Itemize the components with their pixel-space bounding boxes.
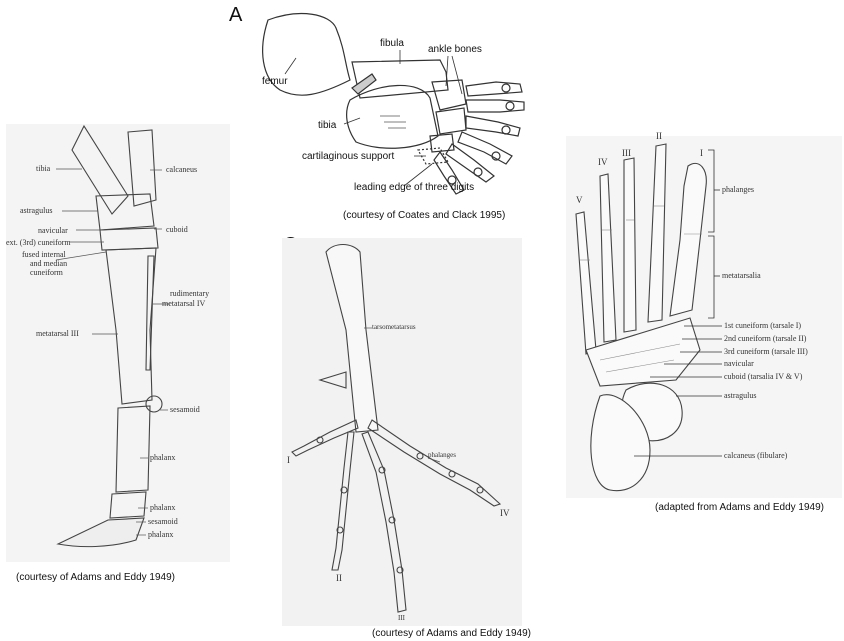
label-d-i: I (700, 148, 703, 158)
label-d-ii: II (656, 131, 662, 141)
label-d-cuboid: cuboid (tarsalia IV & V) (724, 372, 802, 381)
caption-d: (adapted from Adams and Eddy 1949) (655, 502, 824, 513)
label-d-iii: III (622, 148, 631, 158)
label-d-phalanges: phalanges (722, 185, 754, 194)
label-d-iv: IV (598, 157, 608, 167)
label-d-navicular: navicular (724, 359, 754, 368)
label-d-metatarsalia: metatarsalia (722, 271, 761, 280)
label-d-cuneiform-2: 2nd cuneiform (tarsale II) (724, 334, 806, 343)
label-d-cuneiform-1: 1st cuneiform (tarsale I) (724, 321, 801, 330)
label-d-cuneiform-3: 3rd cuneiform (tarsale III) (724, 347, 808, 356)
label-d-calcaneus: calcaneus (fibulare) (724, 451, 787, 460)
label-d-v: V (576, 195, 583, 205)
label-d-astragulus: astragulus (724, 391, 756, 400)
